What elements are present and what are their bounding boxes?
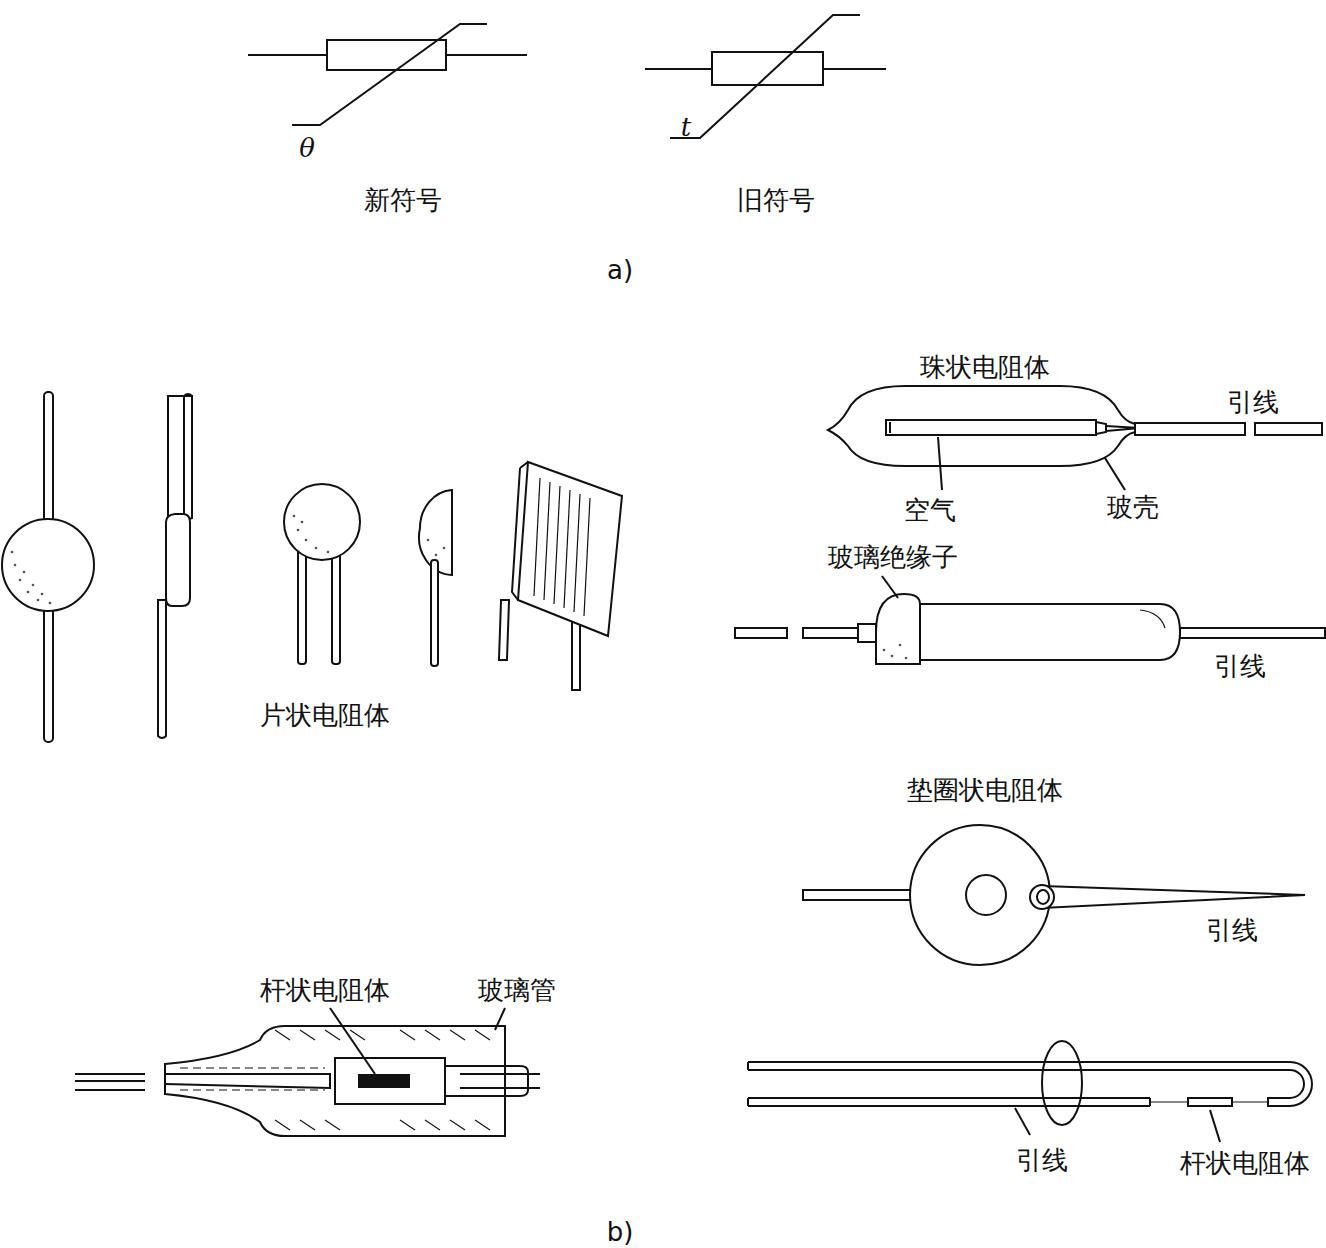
part-label: 引线 [1212,652,1268,681]
bead-thermistor [828,386,1322,490]
part-label: 片状电阻体 [258,701,392,730]
part-label: 玻壳 [1105,493,1161,522]
part-label: 旧符号 [735,186,817,215]
washer-thermistor [803,825,1305,965]
part-label: 珠状电阻体 [918,353,1052,382]
axial-disc-thermistor [2,392,94,742]
disc-edge-thermistor [419,490,452,666]
part-label: 垫圈状电阻体 [905,776,1065,805]
part-label: 玻璃绝缘子 [826,543,960,572]
hairpin-rod-thermistor [748,1041,1312,1142]
part-label: 引线 [1204,916,1260,945]
square-chip-thermistor [499,462,622,690]
part-label: 新符号 [362,186,444,215]
part-label: 玻璃管 [476,976,558,1005]
part-label: 引线 [1225,388,1281,417]
radial-disc-thermistor [284,484,360,664]
rod-glass-tube-probe [75,1008,540,1136]
part-label: t [679,113,693,142]
part-label: a) [605,256,635,285]
part-label: b) [605,1218,636,1247]
part-label: 杆状电阻体 [1178,1149,1312,1178]
part-label: 杆状电阻体 [258,976,392,1005]
part-label: 空气 [902,496,958,525]
new-thermistor-symbol [248,24,527,125]
side-view-thermistor [158,394,192,738]
part-label: 引线 [1014,1146,1070,1175]
part-label: θ [297,134,317,163]
